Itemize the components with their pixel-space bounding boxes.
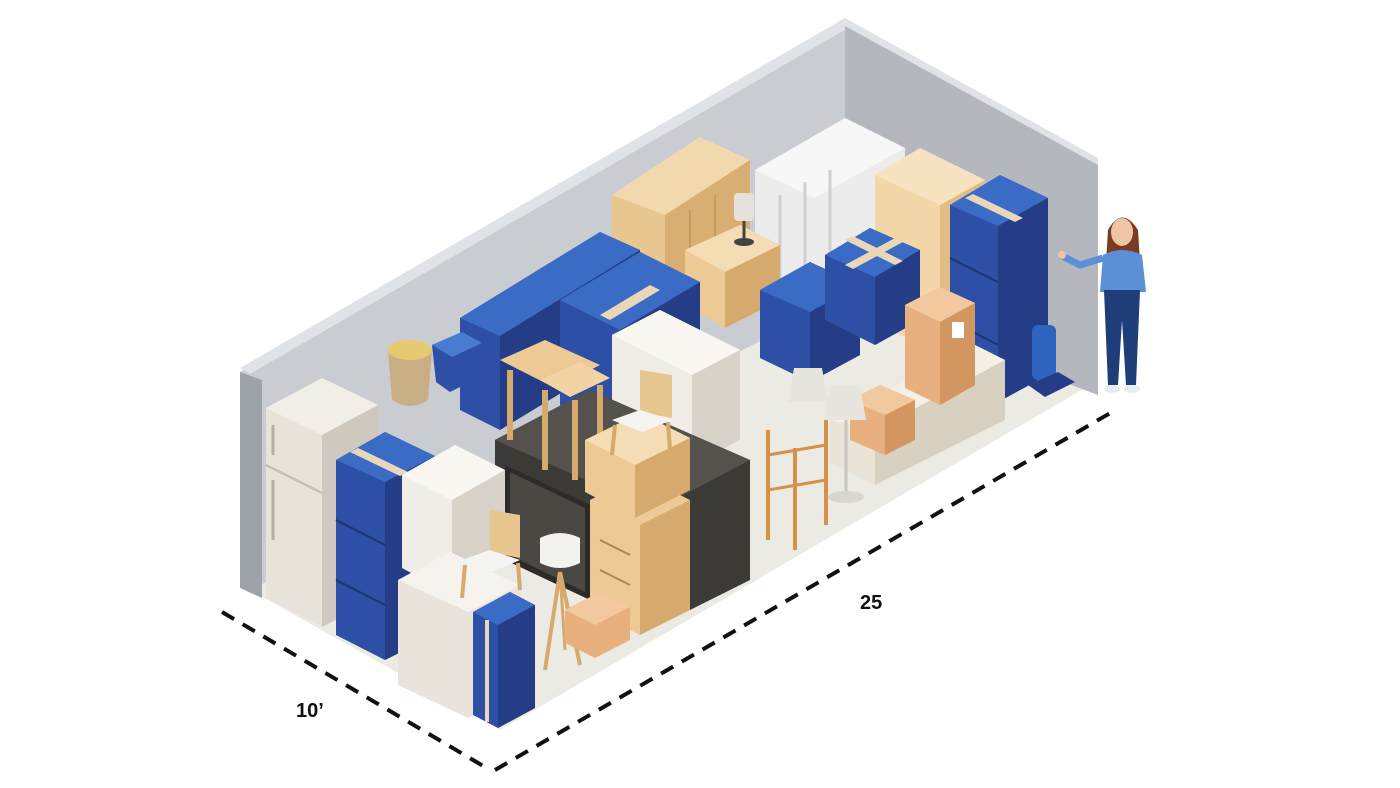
blue-box-front	[473, 592, 535, 728]
chair-front	[460, 510, 522, 599]
chair-center	[610, 370, 672, 456]
back-wall-edge	[240, 18, 855, 374]
blue-bin	[432, 332, 482, 392]
table-lamp	[734, 193, 754, 246]
cardboard-box-front	[565, 592, 630, 658]
width-dimension-line	[220, 610, 492, 772]
length-dimension-label: 25	[860, 592, 883, 614]
laundry-basket	[388, 340, 432, 406]
blue-box-taped	[825, 228, 920, 345]
wooden-shelf	[766, 420, 828, 550]
width-dimension-label: 10’	[296, 700, 324, 722]
stools	[500, 340, 610, 480]
floor-lamp-right	[824, 385, 866, 503]
cardboard-box-tall	[905, 287, 975, 405]
vacuum	[1028, 282, 1075, 397]
cardboard-box-sofa	[850, 385, 915, 455]
floor-lamp-mid	[788, 368, 828, 402]
wood-dresser	[590, 475, 690, 635]
left-wall-edge	[240, 372, 262, 598]
person-figure	[1058, 217, 1146, 393]
side-wall-edge	[845, 18, 1098, 165]
nightstand	[685, 225, 780, 328]
